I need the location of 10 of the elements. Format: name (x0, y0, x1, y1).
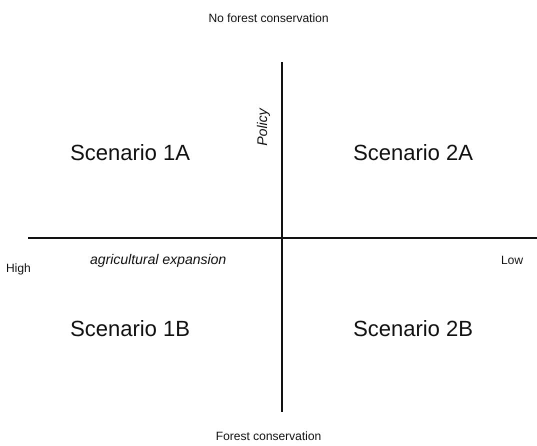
axis-label: Forest conservation (216, 430, 322, 442)
quadrant-label: Scenario 1A (70, 142, 190, 164)
quadrant-label: Scenario 2B (353, 318, 473, 340)
quadrant-label: Scenario 1B (70, 318, 190, 340)
axis-label: No forest conservation (208, 12, 329, 24)
axis-end-label: High (6, 262, 31, 274)
axis-end-label: Low (501, 254, 524, 266)
axis-label: Policy (255, 108, 269, 146)
axis-label: agricultural expansion (90, 252, 226, 266)
quadrant-label: Scenario 2A (353, 142, 473, 164)
